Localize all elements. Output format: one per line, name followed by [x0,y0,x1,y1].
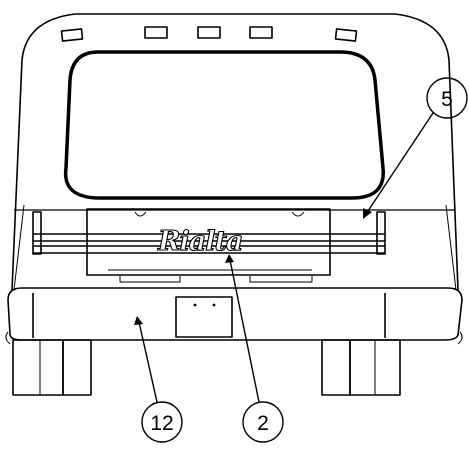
marker-light-5 [334,28,358,42]
callout-label-5: 5 [441,88,453,111]
marker-light-4 [249,26,273,39]
left-tire-outer [12,339,64,396]
rear-bumper [7,287,463,341]
license-plate-recess [108,211,312,271]
right-tire-inner [321,339,351,396]
left-tire-inner [62,339,92,396]
leader-line-5 [365,112,434,215]
hitch-access-panel [175,296,233,338]
callout-label-12: 12 [150,412,173,435]
vehicle-body-inner-line [13,204,457,291]
vehicle-body-outline [11,13,459,291]
bumper-hook-left [5,331,11,345]
callout-circle-2 [242,401,284,443]
plate-lower-detail [119,276,313,283]
callout-label-2: 2 [257,412,269,435]
leader-line-2 [229,259,260,403]
callout-circle-12 [141,401,183,443]
marker-light-3 [197,26,221,39]
hitch-bolt-left [193,303,197,307]
marker-light-1 [60,28,84,42]
rear-window [63,50,385,200]
hitch-bolt-right [212,303,216,307]
bumper-hook-right [457,331,463,345]
arrowhead-5 [363,208,372,219]
rialta-logo: Rialta [157,226,242,257]
arrowhead-2 [225,254,234,263]
marker-light-2 [144,26,168,39]
right-side-light [376,211,386,255]
license-plate-panel [86,208,331,276]
callout-circle-5 [426,77,468,119]
left-side-light [32,211,42,255]
leader-line-12 [138,321,158,403]
arrowhead-12 [134,316,143,325]
